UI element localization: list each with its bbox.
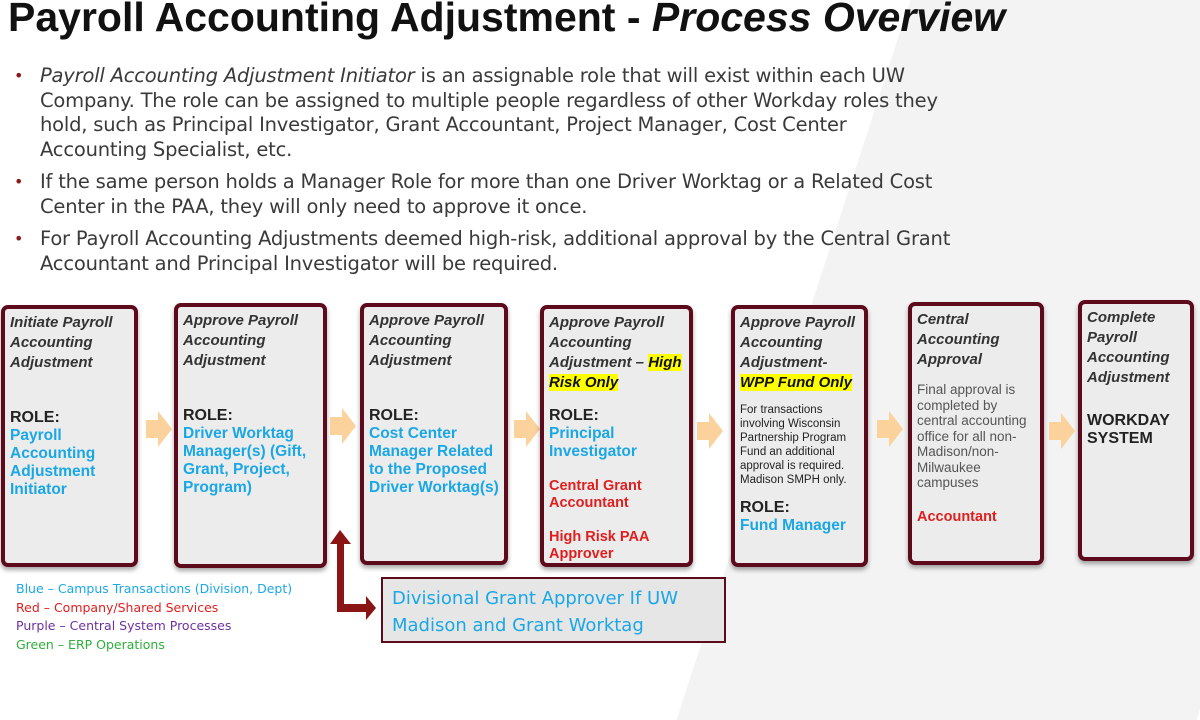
role-label: ROLE: xyxy=(549,407,599,424)
arrow-right-icon xyxy=(146,411,172,447)
step-initiate: Initiate Payroll Accounting Adjustment R… xyxy=(1,305,138,567)
step-title: Approve Payroll Accounting Adjustment xyxy=(183,312,299,369)
step-note: For transactions involving Wisconsin Par… xyxy=(740,404,847,486)
step-title: Approve Payroll Accounting Adjustment- W… xyxy=(740,314,856,391)
step-role: Payroll Accounting Adjustment Initiator xyxy=(10,427,96,498)
step-complete: Complete Payroll Accounting Adjustment W… xyxy=(1078,300,1194,561)
step-role: Cost Center Manager Related to the Propo… xyxy=(369,425,499,496)
legend-red: Red – Company/Shared Services xyxy=(16,599,219,615)
role-label: ROLE: xyxy=(740,499,790,516)
bullet-item: Payroll Accounting Adjustment Initiator … xyxy=(14,64,954,162)
step-title: Approve Payroll Accounting Adjustment xyxy=(369,312,485,369)
arrow-right-icon xyxy=(877,411,903,447)
role-label: ROLE: xyxy=(369,407,419,424)
step-role: WORKDAY SYSTEM xyxy=(1087,412,1170,447)
step-title: Approve Payroll Accounting Adjustment – … xyxy=(549,314,682,391)
step-note: Final approval is completed by central a… xyxy=(917,382,1027,490)
step-role-red: High Risk PAA Approver xyxy=(549,529,649,562)
step-role: Driver Worktag Manager(s) (Gift, Grant, … xyxy=(183,425,307,496)
bullet-list: Payroll Accounting Adjustment Initiator … xyxy=(14,64,954,284)
legend-purple: Purple – Central System Processes xyxy=(16,618,232,633)
step-role-red: Accountant xyxy=(917,508,997,525)
bullet-item: For Payroll Accounting Adjustments deeme… xyxy=(14,227,954,276)
role-label: ROLE: xyxy=(183,407,233,424)
step-cost-center: Approve Payroll Accounting Adjustment RO… xyxy=(360,303,508,565)
step-role: Fund Manager xyxy=(740,517,846,534)
bullet-item: If the same person holds a Manager Role … xyxy=(14,170,954,219)
elbow-arrow-icon xyxy=(330,530,376,620)
arrow-right-icon xyxy=(1049,413,1075,449)
color-legend: Blue – Campus Transactions (Division, De… xyxy=(16,580,292,654)
step-central-accounting: Central Accounting Approval Final approv… xyxy=(908,302,1044,565)
divisional-grant-callout: Divisional Grant Approver If UW Madison … xyxy=(381,577,726,643)
page-title: Payroll Accounting Adjustment - Process … xyxy=(8,0,1006,40)
step-role-red: Central Grant Accountant xyxy=(549,478,642,511)
step-title: Complete Payroll Accounting Adjustment xyxy=(1087,309,1170,386)
step-driver-worktag: Approve Payroll Accounting Adjustment RO… xyxy=(174,303,327,568)
arrow-right-icon xyxy=(697,413,723,449)
step-wpp-fund: Approve Payroll Accounting Adjustment- W… xyxy=(731,305,868,567)
step-title: Central Accounting Approval xyxy=(917,311,1000,368)
step-role: Principal Investigator xyxy=(549,425,637,460)
arrow-right-icon xyxy=(330,408,356,444)
legend-green: Green – ERP Operations xyxy=(16,636,165,652)
step-high-risk: Approve Payroll Accounting Adjustment – … xyxy=(540,305,693,567)
step-title: Initiate Payroll Accounting Adjustment xyxy=(10,314,113,371)
legend-blue: Blue – Campus Transactions (Division, De… xyxy=(16,581,293,596)
role-label: ROLE: xyxy=(10,409,60,426)
highlight-label: WPP Fund Only xyxy=(740,374,852,391)
arrow-right-icon xyxy=(514,411,540,447)
